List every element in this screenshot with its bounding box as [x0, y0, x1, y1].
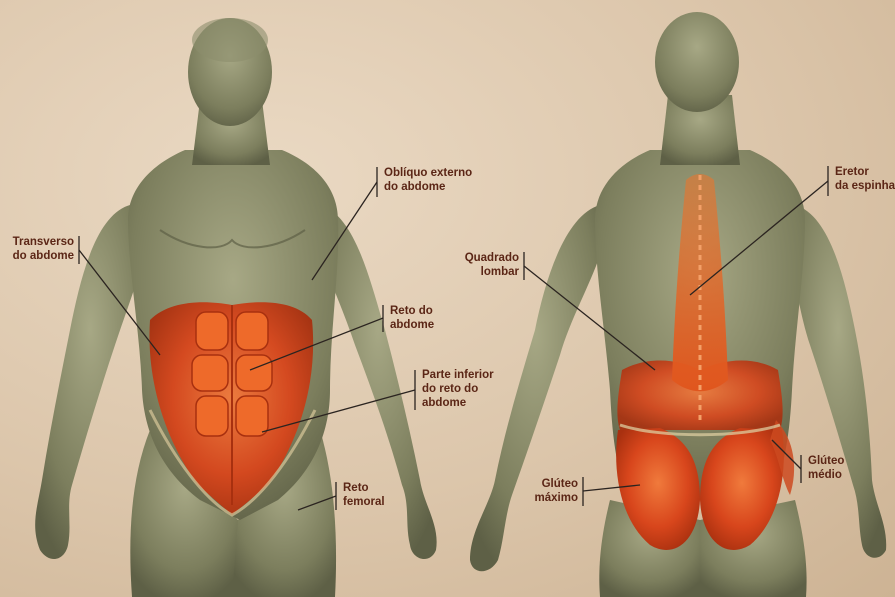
label-obliquo-line2: do abdome [384, 180, 472, 194]
label-parte-inferior: Parte inferior do reto do abdome [422, 368, 494, 410]
label-eretor-espinha: Eretor da espinha [835, 165, 895, 193]
label-parte-inferior-line1: Parte inferior [422, 368, 494, 382]
label-parte-inferior-line2: do reto do [422, 382, 494, 396]
label-quadrado-line2: lombar [465, 265, 519, 279]
label-gluteo-medio-line2: médio [808, 468, 844, 482]
label-reto-femoral: Reto femoral [343, 481, 385, 509]
back-figure [470, 12, 886, 597]
label-eretor-line2: da espinha [835, 179, 895, 193]
label-gluteo-maximo-line2: máximo [535, 491, 578, 505]
label-gluteo-maximo-line1: Glúteo [535, 477, 578, 491]
label-transverso-line1: Transverso [13, 235, 74, 249]
label-quadrado-lombar: Quadrado lombar [465, 251, 519, 279]
label-parte-inferior-line3: abdome [422, 396, 494, 410]
label-reto-line2: abdome [390, 318, 434, 332]
label-reto-femoral-line2: femoral [343, 495, 385, 509]
label-reto-femoral-line1: Reto [343, 481, 385, 495]
label-gluteo-medio-line1: Glúteo [808, 454, 844, 468]
label-reto-abdome: Reto do abdome [390, 304, 434, 332]
front-figure [35, 18, 436, 597]
label-obliquo-line1: Oblíquo externo [384, 166, 472, 180]
label-transverso: Transverso do abdome [13, 235, 74, 263]
label-gluteo-maximo: Glúteo máximo [535, 477, 578, 505]
label-obliquo-externo: Oblíquo externo do abdome [384, 166, 472, 194]
label-gluteo-medio: Glúteo médio [808, 454, 844, 482]
label-reto-line1: Reto do [390, 304, 434, 318]
label-quadrado-line1: Quadrado [465, 251, 519, 265]
label-eretor-line1: Eretor [835, 165, 895, 179]
label-transverso-line2: do abdome [13, 249, 74, 263]
